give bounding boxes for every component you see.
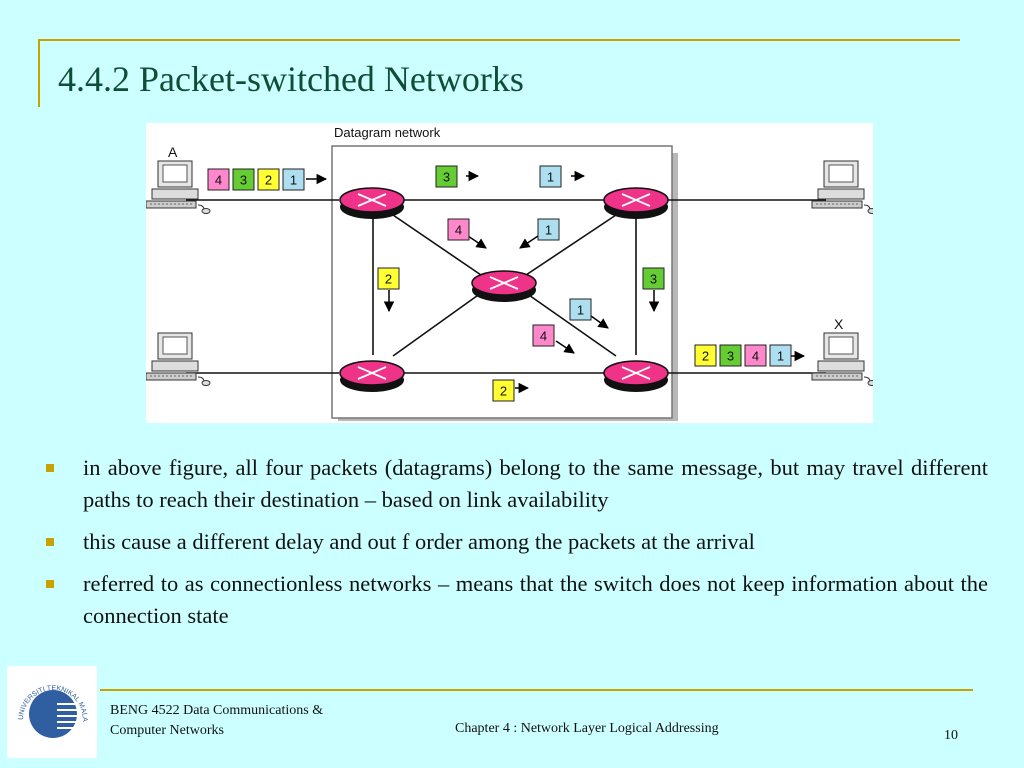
packet-sender-4: 1 (282, 168, 305, 191)
packet-left-link: 2 (377, 267, 400, 290)
packet-bottom-link: 2 (492, 379, 515, 402)
course-name: BENG 4522 Data Communications & Computer… (110, 701, 323, 741)
packet-from-top-right: 1 (537, 218, 560, 241)
router-top-right (603, 187, 669, 219)
svg-text:2: 2 (265, 173, 272, 188)
svg-text:1: 1 (777, 349, 784, 364)
svg-text:2: 2 (385, 272, 392, 287)
svg-text:3: 3 (650, 272, 657, 287)
left-rule (38, 39, 40, 107)
packet-receiver-1: 2 (694, 344, 717, 367)
packet-sender-2: 3 (232, 168, 255, 191)
chapter-title: Chapter 4 : Network Layer Logical Addres… (455, 721, 719, 736)
network-links (186, 199, 826, 374)
logo-stripes (57, 703, 91, 729)
packet-right-link: 3 (642, 267, 665, 290)
computer-a (146, 160, 211, 214)
svg-text:4: 4 (540, 329, 547, 344)
page-number: 10 (944, 728, 958, 743)
bullet-item: referred to as connectionless networks –… (44, 568, 988, 632)
svg-text:1: 1 (290, 173, 297, 188)
packet-layer: 4 3 2 1 2 3 4 1 3 1 4 1 2 3 1 4 2 (207, 165, 792, 402)
packet-sender-3: 2 (257, 168, 280, 191)
computer-x (811, 332, 873, 386)
receiver-label: X (834, 316, 844, 332)
bullet-item: in above figure, all four packets (datag… (44, 452, 988, 516)
svg-text:1: 1 (545, 223, 552, 238)
computer-bottom-left (146, 332, 211, 386)
svg-text:2: 2 (702, 349, 709, 364)
top-rule (38, 39, 960, 41)
svg-text:4: 4 (455, 223, 462, 238)
svg-text:3: 3 (727, 349, 734, 364)
course-line-2: Computer Networks (110, 723, 224, 738)
svg-text:1: 1 (577, 303, 584, 318)
packet-to-center: 4 (447, 218, 470, 241)
slide-title: 4.4.2 Packet-switched Networks (58, 59, 524, 99)
packet-receiver-3: 4 (744, 344, 767, 367)
packet-receiver-2: 3 (719, 344, 742, 367)
packet-receiver-4: 1 (769, 344, 792, 367)
router-center (471, 270, 537, 302)
svg-text:2: 2 (500, 384, 507, 399)
network-label: Datagram network (334, 125, 441, 140)
router-bottom-right (603, 360, 669, 392)
svg-text:4: 4 (215, 173, 222, 188)
svg-text:3: 3 (443, 170, 450, 185)
logo-globe (29, 690, 77, 738)
packet-sender-1: 4 (207, 168, 230, 191)
flow-arrows (306, 170, 806, 394)
packet-center-out-4: 4 (532, 324, 555, 347)
course-line-1: BENG 4522 Data Communications & (110, 703, 324, 718)
packet-top-link-b: 1 (539, 165, 562, 188)
computer-top-right (811, 160, 873, 214)
bullet-text: in above figure, all four packets (datag… (83, 455, 988, 512)
packet-center-out-1: 1 (569, 298, 592, 321)
bullet-item: this cause a different delay and out f o… (44, 526, 988, 558)
bullet-marker (46, 464, 54, 472)
bullet-marker (46, 580, 54, 588)
router-bottom-left (339, 360, 405, 392)
bullet-list: in above figure, all four packets (datag… (44, 452, 988, 642)
bullet-text: referred to as connectionless networks –… (83, 571, 988, 628)
packet-top-link-a: 3 (435, 165, 458, 188)
svg-text:3: 3 (240, 173, 247, 188)
datagram-network-figure: Datagram network (146, 123, 873, 423)
svg-text:4: 4 (752, 349, 759, 364)
university-logo: UNIVERSITI TEKNIKAL MALAYSIA MELAKA (4, 661, 97, 758)
sender-label: A (168, 144, 178, 160)
footer-rule (100, 689, 973, 691)
svg-text:1: 1 (547, 170, 554, 185)
bullet-marker (46, 538, 54, 546)
router-top-left (339, 187, 405, 219)
bullet-text: this cause a different delay and out f o… (83, 529, 755, 554)
